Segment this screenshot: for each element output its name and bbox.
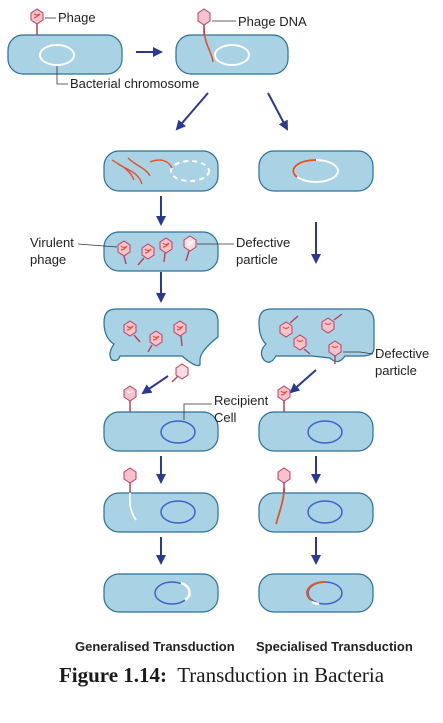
bacterial-chromosome-label: Bacterial chromosome [70, 76, 199, 91]
defective-particle-label-1: Defective [236, 235, 290, 250]
generalised-transduction-label: Generalised Transduction [75, 639, 235, 654]
defective-particle-label-2: particle [236, 252, 278, 267]
virulent-phage-label-1: Virulent [30, 235, 74, 250]
released-defective-particle-icon [171, 363, 189, 383]
phage-icon [30, 8, 44, 35]
lysed-cell-generalised [103, 308, 219, 367]
phage-on-recipient-specialised-icon [277, 385, 291, 412]
phage-dna-label: Phage DNA [238, 14, 307, 29]
transduced-cell-specialised [258, 573, 374, 613]
arrow-to-specialised [267, 92, 288, 131]
bacterium-chromosome-fragmented [103, 150, 219, 192]
bacterium-initial [7, 34, 123, 75]
phage-injecting-generalised-icon [123, 467, 137, 493]
figure-caption: Figure 1.14: Transduction in Bacteria [0, 663, 443, 688]
phage-on-recipient-generalised-icon [123, 385, 137, 412]
phage-injecting-specialised-icon [277, 467, 291, 493]
phage-injecting-icon [197, 8, 211, 35]
specialised-transduction-label: Specialised Transduction [256, 639, 413, 654]
virulent-phage-label-2: phage [30, 252, 66, 267]
recipient-cell-label-1: Recipient [214, 393, 269, 408]
figure-number: Figure 1.14: [58, 663, 168, 687]
phage-label: Phage [58, 10, 96, 25]
recipient-injected-specialised [258, 487, 374, 533]
arrow-to-generalised [175, 92, 209, 131]
recipient-cell-generalised [103, 411, 219, 452]
transduced-cell-generalised [103, 573, 219, 613]
arrow-spec-2 [289, 369, 317, 394]
virulent-phage-icon [117, 237, 173, 266]
arrow-gen-3 [141, 375, 169, 395]
bacterium-infected [175, 27, 289, 75]
defective-particle2-label-2: particle [375, 363, 417, 378]
recipient-cell-label-2: Cell [214, 410, 237, 425]
bacterium-prophage-integrated [258, 150, 374, 192]
figure-title: Transduction in Bacteria [177, 663, 385, 687]
lysed-cell-specialised [258, 308, 375, 364]
recipient-injected-generalised [103, 487, 219, 533]
defective-particle-icon [183, 235, 197, 262]
defective-particle2-label-1: Defective [375, 346, 429, 361]
recipient-cell-specialised [258, 411, 374, 452]
